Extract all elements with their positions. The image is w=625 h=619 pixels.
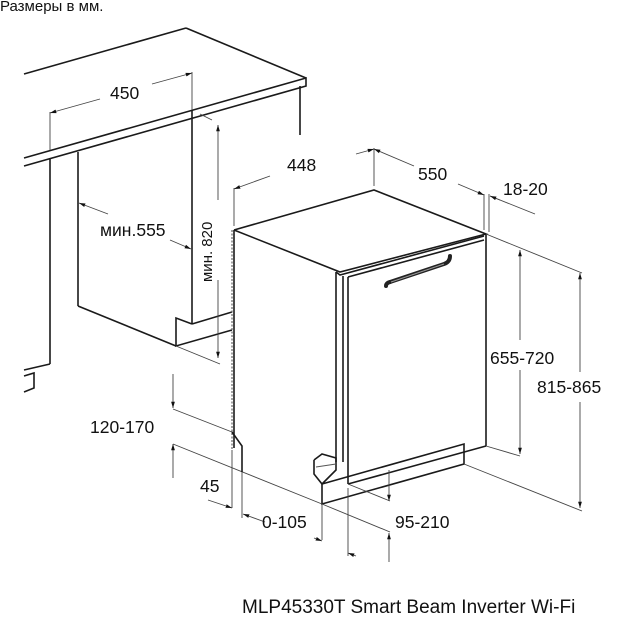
- countertop: [23, 27, 307, 167]
- dim-niche-depth: мин.555: [100, 220, 166, 240]
- door-handle: [384, 254, 452, 288]
- dimension-450: 450: [49, 72, 193, 150]
- dimension-heights: 655-720 815-865: [463, 233, 601, 512]
- dim-plinth-setback: 45: [200, 476, 219, 496]
- dimension-550: 550: [373, 148, 485, 230]
- niche-walls: [23, 86, 301, 393]
- dimension-120-170: 120-170: [90, 374, 323, 505]
- dim-total-height: 815-865: [537, 377, 601, 397]
- dimension-min-555: мин.555: [78, 202, 192, 250]
- dim-appliance-depth: 550: [418, 164, 447, 184]
- model-name: MLP45330T Smart Beam Inverter Wi-Fi: [242, 597, 576, 618]
- dim-plinth-height: 120-170: [90, 417, 154, 437]
- dimension-95-210: 95-210: [321, 470, 450, 562]
- dim-foot-adjustment: 95-210: [395, 512, 450, 532]
- dimension-448: 448: [233, 148, 375, 226]
- dim-door-panel-height: 655-720: [490, 348, 554, 368]
- units-note: Размеры в мм.: [0, 0, 104, 15]
- dim-niche-height: мин. 820: [199, 222, 216, 282]
- dishwasher-body: [231, 189, 489, 506]
- dimension-18-20: 18-20: [488, 179, 548, 232]
- dim-door-thickness: 18-20: [503, 179, 548, 199]
- dimension-min-820: мин. 820: [175, 113, 221, 365]
- dim-appliance-width: 448: [287, 155, 316, 175]
- dim-niche-width: 450: [110, 83, 139, 103]
- dim-plinth-offset: 0-105: [262, 512, 307, 532]
- dimension-45-0-105: 45 0-105: [200, 450, 357, 557]
